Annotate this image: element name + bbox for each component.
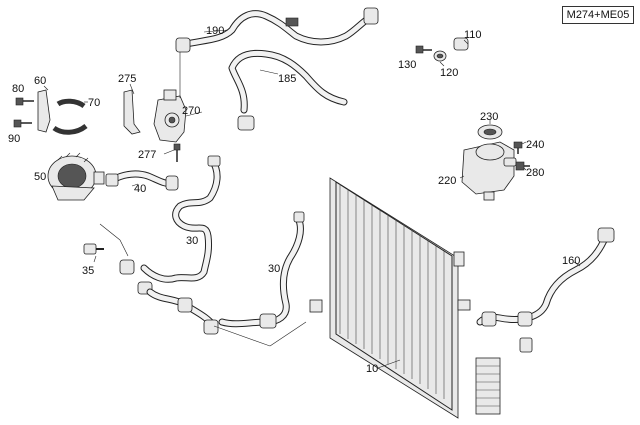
- hose-lower-connector[interactable]: [146, 288, 219, 335]
- callout-277: 277: [138, 149, 156, 161]
- bracket-275[interactable]: [123, 89, 141, 135]
- bolt-277[interactable]: [173, 143, 181, 162]
- callout-35: 35: [82, 265, 94, 277]
- oil-cooler[interactable]: [475, 357, 501, 415]
- callout-120: 120: [440, 67, 458, 79]
- coolant-pump-50[interactable]: [47, 152, 105, 201]
- callout-40: 40: [134, 183, 146, 195]
- radiator-10[interactable]: [309, 177, 471, 419]
- callout-190: 190: [206, 25, 224, 37]
- bolt-80[interactable]: [15, 97, 34, 106]
- bolt-90[interactable]: [13, 119, 32, 128]
- callout-90: 90: [8, 133, 20, 145]
- callout-270: 270: [182, 105, 200, 117]
- callout-60: 60: [34, 75, 46, 87]
- leader-lines: [43, 29, 581, 369]
- callout-185: 185: [278, 73, 296, 85]
- bolt-130[interactable]: [415, 45, 432, 54]
- expansion-tank-220[interactable]: [461, 141, 517, 201]
- hose-185[interactable]: [228, 49, 348, 131]
- bracket-60[interactable]: [37, 89, 51, 133]
- hose-30-left[interactable]: [119, 155, 221, 295]
- callout-30-left: 30: [186, 235, 198, 247]
- hose-160[interactable]: [476, 227, 615, 353]
- callout-275: 275: [118, 73, 136, 85]
- callout-80: 80: [12, 83, 24, 95]
- seal-120[interactable]: [433, 50, 447, 62]
- callout-160: 160: [562, 255, 580, 267]
- callout-280: 280: [526, 167, 544, 179]
- clamp-70[interactable]: [52, 98, 88, 135]
- thermostat-housing-270[interactable]: [153, 89, 187, 143]
- model-code-label: M274+ME05: [562, 6, 634, 24]
- callout-110: 110: [464, 29, 482, 41]
- callout-70: 70: [88, 97, 100, 109]
- callout-30-right: 30: [268, 263, 280, 275]
- callout-130: 130: [398, 59, 416, 71]
- callout-10: 10: [366, 363, 378, 375]
- hose-40[interactable]: [105, 170, 179, 191]
- cap-230[interactable]: [477, 124, 503, 140]
- connector-35[interactable]: [83, 243, 104, 255]
- bolt-280[interactable]: [515, 161, 530, 171]
- sensor-240[interactable]: [513, 141, 523, 154]
- callout-230: 230: [480, 111, 498, 123]
- callout-240: 240: [526, 139, 544, 151]
- hose-190[interactable]: [175, 7, 379, 53]
- callout-50: 50: [34, 171, 46, 183]
- callout-220: 220: [438, 175, 456, 187]
- hose-30-right[interactable]: [218, 211, 305, 329]
